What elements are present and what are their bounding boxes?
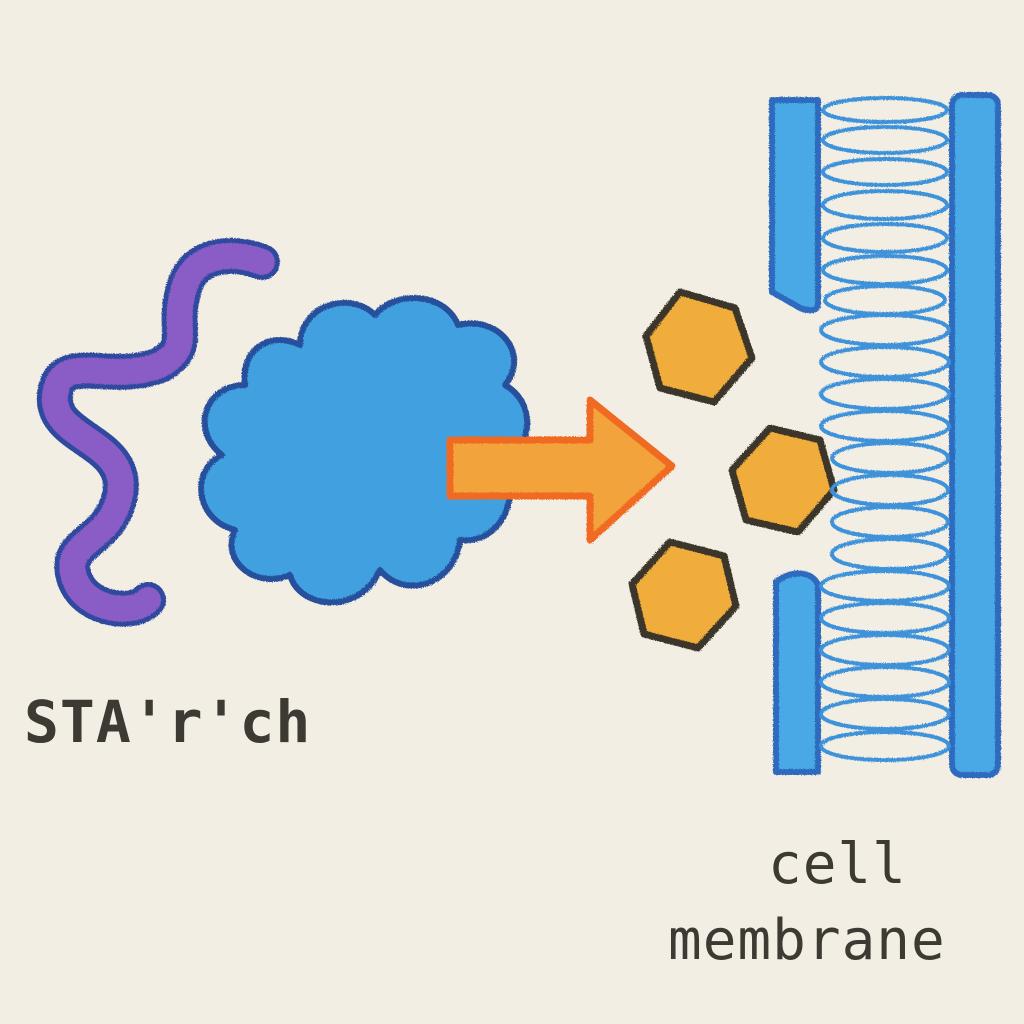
reaction-arrow bbox=[446, 396, 676, 544]
glucose-molecule bbox=[628, 538, 740, 652]
cell-label: cell bbox=[768, 832, 907, 897]
enzyme-cloud bbox=[198, 295, 531, 606]
cell-membrane bbox=[769, 92, 1001, 778]
starch-label: STA'r'ch bbox=[24, 688, 312, 756]
glucose-molecule bbox=[642, 288, 756, 406]
membrane-label: membrane bbox=[668, 908, 946, 973]
glucose-molecule bbox=[728, 424, 838, 536]
starch-chain bbox=[36, 238, 280, 627]
